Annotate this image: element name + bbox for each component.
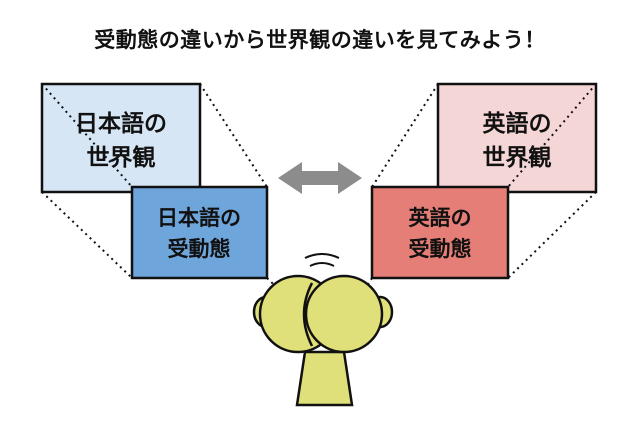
english-passive-box: 英語の 受動態 (370, 185, 510, 280)
japanese-worldview-line1: 日本語の (75, 110, 167, 137)
right-projection-lines (354, 83, 597, 306)
left-projection-lines (41, 83, 301, 311)
page-title: 受動態の違いから世界観の違いを見てみよう！ (94, 28, 546, 52)
person-icon (252, 253, 394, 407)
english-passive-line2: 受動態 (409, 237, 472, 261)
japanese-passive-line1: 日本語の (157, 206, 241, 230)
japanese-passive-box: 日本語の 受動態 (130, 185, 269, 280)
english-worldview-line1: 英語の (483, 110, 552, 137)
double-arrow-icon (278, 162, 362, 194)
english-passive-line1: 英語の (409, 206, 472, 230)
english-worldview-box: 英語の 世界観 (436, 82, 598, 194)
japanese-passive-line2: 受動態 (168, 237, 231, 261)
japanese-worldview-box: 日本語の 世界観 (40, 82, 202, 194)
